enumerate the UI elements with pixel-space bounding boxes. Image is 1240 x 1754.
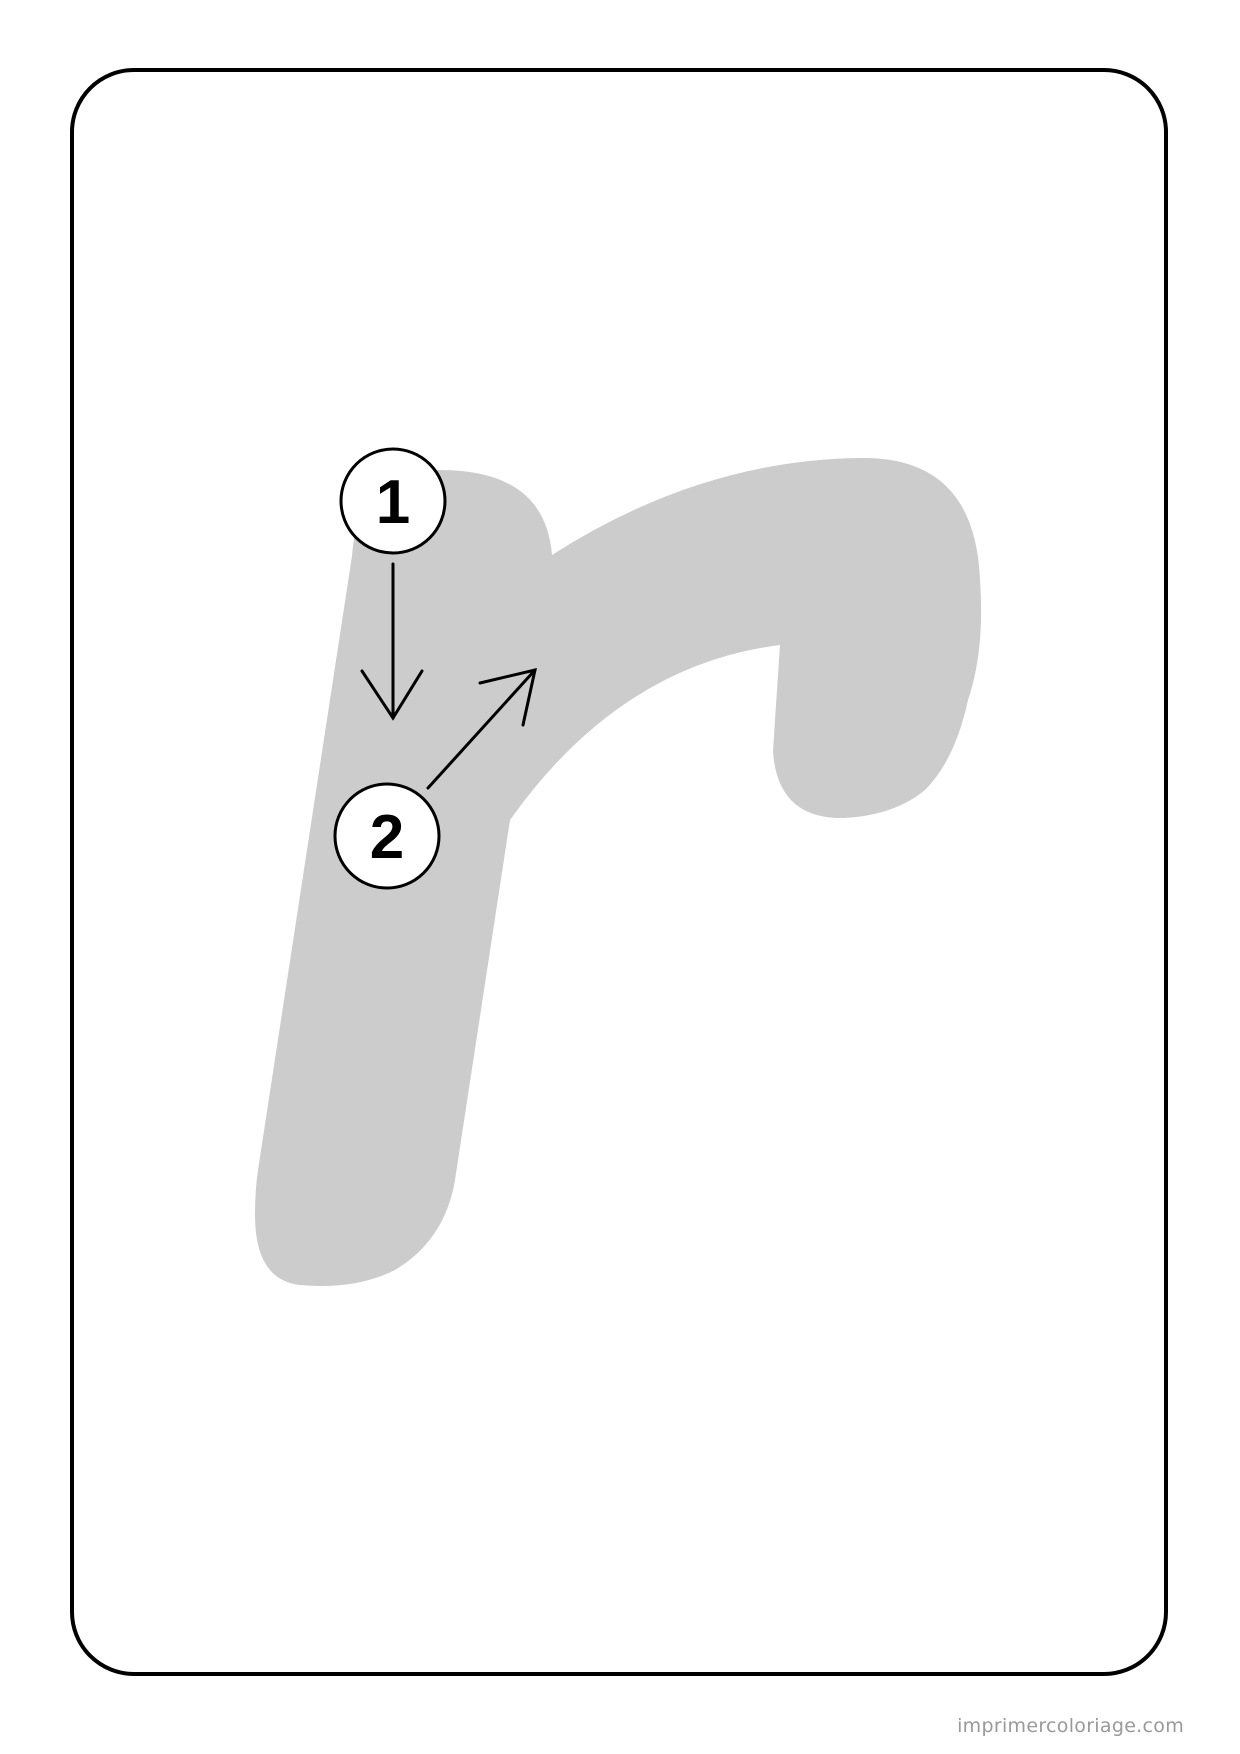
arrow-down-icon: [360, 562, 424, 721]
step-2-marker: 2: [333, 782, 441, 890]
step-1-marker: 1: [339, 447, 447, 555]
arrow-up-right-icon: [426, 667, 537, 790]
step-2-label: 2: [370, 803, 404, 872]
letter-r-shape: [255, 457, 982, 1286]
step-1-label: 1: [376, 468, 410, 537]
page-border: [70, 68, 1168, 1676]
footer-site-label: imprimercoloriage.com: [957, 1715, 1184, 1737]
